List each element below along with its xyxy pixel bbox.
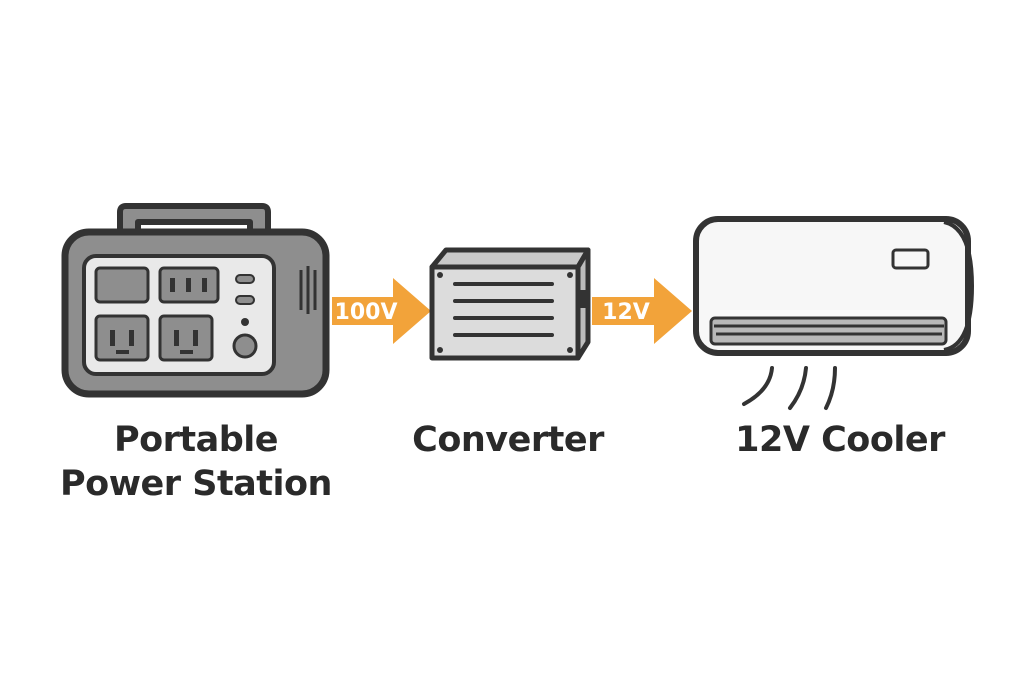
label-line-12v-cooler: 12V Cooler (735, 420, 945, 460)
label-12v-cooler: 12V Cooler (720, 418, 960, 462)
portable-power-station-icon (61, 203, 330, 398)
label-line-converter: Converter (412, 420, 604, 460)
air-conditioner-icon (693, 216, 975, 410)
arrow-12v: 12V (592, 278, 692, 344)
arrow-label-12v: 12V (602, 300, 650, 325)
converter-box-icon (429, 247, 591, 361)
arrow-label-100v: 100V (335, 300, 398, 325)
label-converter: Converter (400, 418, 616, 462)
arrow-100v: 100V (332, 278, 431, 344)
label-line-portable: Portable (113, 420, 279, 460)
label-portable-power-station: Portable Power Station (50, 418, 342, 506)
label-line-power-station: Power Station (60, 464, 332, 504)
